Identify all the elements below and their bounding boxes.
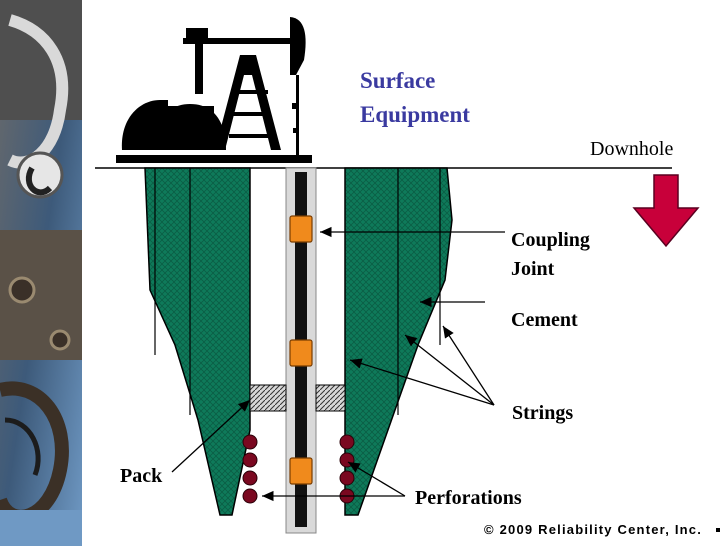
perforations-label: Perforations [415, 487, 522, 509]
strings-label: Strings [512, 402, 573, 424]
coupling-label-line2: Joint [511, 258, 555, 280]
cement-left-wall [144, 167, 251, 516]
callout-arrows [171, 226, 505, 502]
title-line2: Equipment [360, 102, 470, 127]
pack-right [315, 384, 346, 412]
perforations-left [242, 434, 258, 504]
casing-strings [154, 168, 441, 415]
pack-left [249, 384, 287, 412]
coupling-joints [289, 215, 313, 485]
coupling-label-line1: Coupling [511, 229, 590, 251]
copyright-dot [716, 528, 720, 532]
title-line1: Surface [360, 68, 435, 93]
cement-label: Cement [511, 309, 578, 331]
down-arrow-icon [632, 174, 700, 248]
downhole-label: Downhole [590, 138, 673, 160]
pump-jack-icon [116, 17, 312, 163]
crane-hook-icon [0, 0, 82, 546]
pack-label: Pack [120, 465, 163, 487]
copyright-text: © 2009 Reliability Center, Inc. [484, 522, 702, 537]
